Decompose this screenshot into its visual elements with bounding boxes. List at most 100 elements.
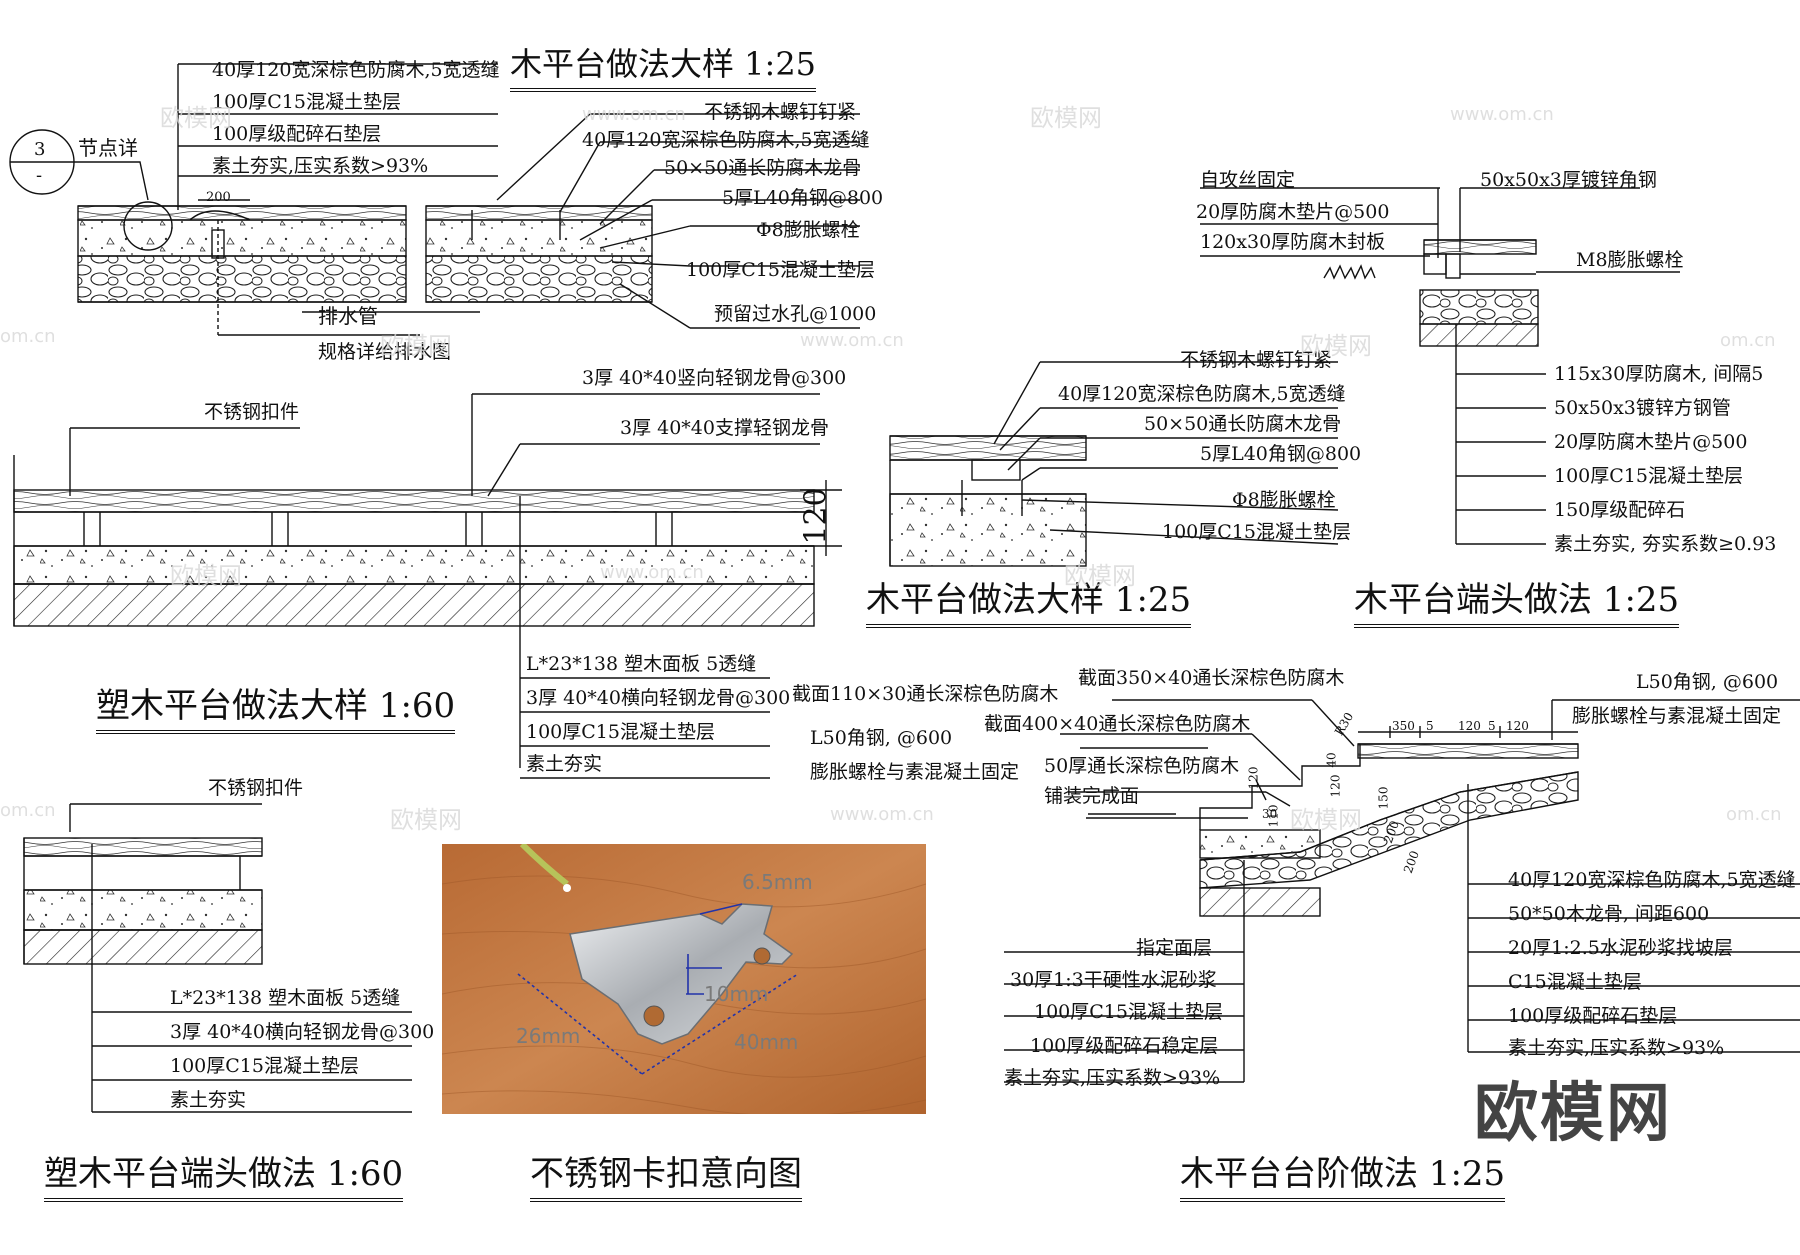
watermark: www.om.cn — [1450, 104, 1554, 125]
dim-label: 40 — [1324, 752, 1339, 768]
label: 50x50x3镀锌方钢管 — [1554, 397, 1731, 419]
dim-label: 120 — [1506, 719, 1529, 733]
label: 不锈钢木螺钉钉紧 — [704, 101, 857, 123]
watermark: 欧模网 — [170, 562, 242, 590]
label: 100厚C15混凝土垫层 — [1554, 465, 1743, 487]
watermark: 欧模网 — [390, 806, 462, 834]
title-clip-photo: 不锈钢卡扣意向图 — [530, 1154, 802, 1202]
watermark: www.om.cn — [582, 104, 686, 125]
label: 50*50木龙骨, 间距600 — [1508, 903, 1710, 925]
watermark: om.cn — [1720, 330, 1776, 351]
label: 截面110×30通长深棕色防腐木 — [792, 683, 1059, 705]
label: 指定面层 — [1136, 937, 1213, 959]
label: 30厚1:3干硬性水泥砂浆 — [1010, 969, 1217, 991]
watermark: om.cn — [0, 800, 56, 821]
label: 115x30厚防腐木, 间隔5 — [1554, 363, 1764, 385]
label: L*23*138 塑木面板 5透缝 — [170, 987, 401, 1009]
watermark: 欧模网 — [1300, 332, 1372, 360]
label: 100厚级配碎石垫层 — [1508, 1005, 1678, 1027]
title-deck-end-detail: 木平台端头做法 1:25 — [1354, 580, 1680, 628]
label: 50x50x3厚镀锌角钢 — [1480, 169, 1657, 191]
title-deck-step-detail: 木平台台阶做法 1:25 — [1180, 1154, 1506, 1202]
title-wpc-end-detail: 塑木平台端头做法 1:60 — [44, 1154, 404, 1202]
clip-photo: 6.5mm 10mm 26mm 40mm — [442, 844, 926, 1114]
label: 50厚通长深棕色防腐木 — [1044, 755, 1240, 777]
label: 素土夯实 — [170, 1089, 247, 1111]
watermark: www.om.cn — [830, 804, 934, 825]
dim-label: 150 — [1376, 786, 1391, 810]
label: 100厚C15混凝土垫层 — [170, 1055, 359, 1077]
label: 不锈钢木螺钉钉紧 — [1180, 349, 1333, 371]
label: 5厚L40角钢@800 — [722, 187, 884, 209]
label: C15混凝土垫层 — [1508, 971, 1642, 993]
label: 20厚防腐木垫片@500 — [1554, 431, 1748, 453]
label: 素土夯实 — [526, 753, 603, 775]
label: L*23*138 塑木面板 5透缝 — [526, 653, 757, 675]
clip-photo-art — [442, 844, 926, 1114]
label: 40厚120宽深棕色防腐木,5宽透缝 — [1508, 869, 1796, 891]
label: 100厚级配碎石垫层 — [212, 123, 382, 145]
label: 3厚 40*40竖向轻钢龙骨@300 — [582, 367, 847, 389]
label: 100厚C15混凝土垫层 — [212, 91, 401, 113]
label: 5厚L40角钢@800 — [1200, 443, 1362, 465]
dim-label: 200 — [206, 190, 231, 205]
node-callout-number: 3 — [34, 139, 46, 160]
brand-watermark-large: 欧模网 — [1474, 1077, 1672, 1151]
label: 截面400×40通长深棕色防腐木 — [984, 713, 1251, 735]
label: 素土夯实,压实系数>93% — [212, 155, 429, 177]
label: 规格详给排水图 — [318, 341, 452, 363]
label: 预留过水孔@1000 — [714, 303, 877, 325]
watermark: om.cn — [1726, 804, 1782, 825]
dim-label: 120 — [1328, 774, 1343, 798]
watermark: www.om.cn — [800, 330, 904, 351]
label: 40厚120宽深棕色防腐木,5宽透缝 — [212, 59, 500, 81]
label: 截面350×40通长深棕色防腐木 — [1078, 667, 1345, 689]
title-deck-detail-mid: 木平台做法大样 1:25 — [866, 580, 1192, 628]
node-callout-sub: - — [36, 165, 43, 186]
dim-label: 30 — [1262, 807, 1278, 821]
label: 50×50通长防腐木龙骨 — [1144, 413, 1342, 435]
title-deck-detail-top: 木平台做法大样 1:25 — [510, 44, 817, 92]
photo-dim-c: 26mm — [516, 1024, 581, 1048]
label: 150厚级配碎石 — [1554, 499, 1686, 521]
dim-label: 5 — [1426, 719, 1434, 733]
photo-dim-d: 40mm — [734, 1030, 799, 1054]
label: 素土夯实,压实系数>93% — [1508, 1037, 1725, 1059]
label: 40厚120宽深棕色防腐木,5宽透缝 — [1058, 383, 1346, 405]
label: 素土夯实,压实系数>93% — [1004, 1067, 1221, 1089]
watermark: 欧模网 — [1030, 104, 1102, 132]
dim-label: 350 — [1392, 719, 1415, 733]
label: 20厚防腐木垫片@500 — [1196, 201, 1390, 223]
label: 排水管 — [318, 304, 378, 328]
dim-label: 120 — [1458, 719, 1481, 733]
label: 100厚级配碎石稳定层 — [1030, 1035, 1219, 1057]
watermark: 欧模网 — [1290, 806, 1362, 834]
label: 不锈钢扣件 — [204, 401, 300, 423]
label: 100厚C15混凝土垫层 — [526, 721, 715, 743]
watermark: 欧模网 — [380, 332, 452, 360]
label: 膨胀螺栓与素混凝土固定 — [810, 761, 1020, 783]
watermark: 欧模网 — [160, 104, 232, 132]
label: L50角钢, @600 — [810, 727, 953, 749]
dim-label: 120 — [798, 487, 834, 545]
dim-label: 120 — [1246, 766, 1261, 790]
label: 膨胀螺栓与素混凝土固定 — [1572, 705, 1782, 727]
watermark: om.cn — [0, 326, 56, 347]
dim-label: 5 — [1488, 719, 1496, 733]
label: 素土夯实, 夯实系数≥0.93 — [1554, 533, 1777, 555]
label: 20厚1:2.5水泥砂浆找坡层 — [1508, 937, 1733, 959]
label: 3厚 40*40横向轻钢龙骨@300 — [526, 687, 791, 709]
label: 120x30厚防腐木封板 — [1200, 231, 1386, 253]
label: 100厚C15混凝土垫层 — [686, 259, 875, 281]
label: 100厚C15混凝土垫层 — [1034, 1001, 1223, 1023]
label: 50×50通长防腐木龙骨 — [664, 157, 862, 179]
title-wpc-deck-detail: 塑木平台做法大样 1:60 — [96, 686, 456, 734]
label: 自攻丝固定 — [1200, 169, 1296, 191]
label: Φ8膨胀螺栓 — [1232, 489, 1336, 511]
watermark: 欧模网 — [1064, 562, 1136, 590]
label: L50角钢, @600 — [1636, 671, 1779, 693]
label: 100厚C15混凝土垫层 — [1162, 521, 1351, 543]
photo-dim-a: 6.5mm — [742, 870, 813, 894]
